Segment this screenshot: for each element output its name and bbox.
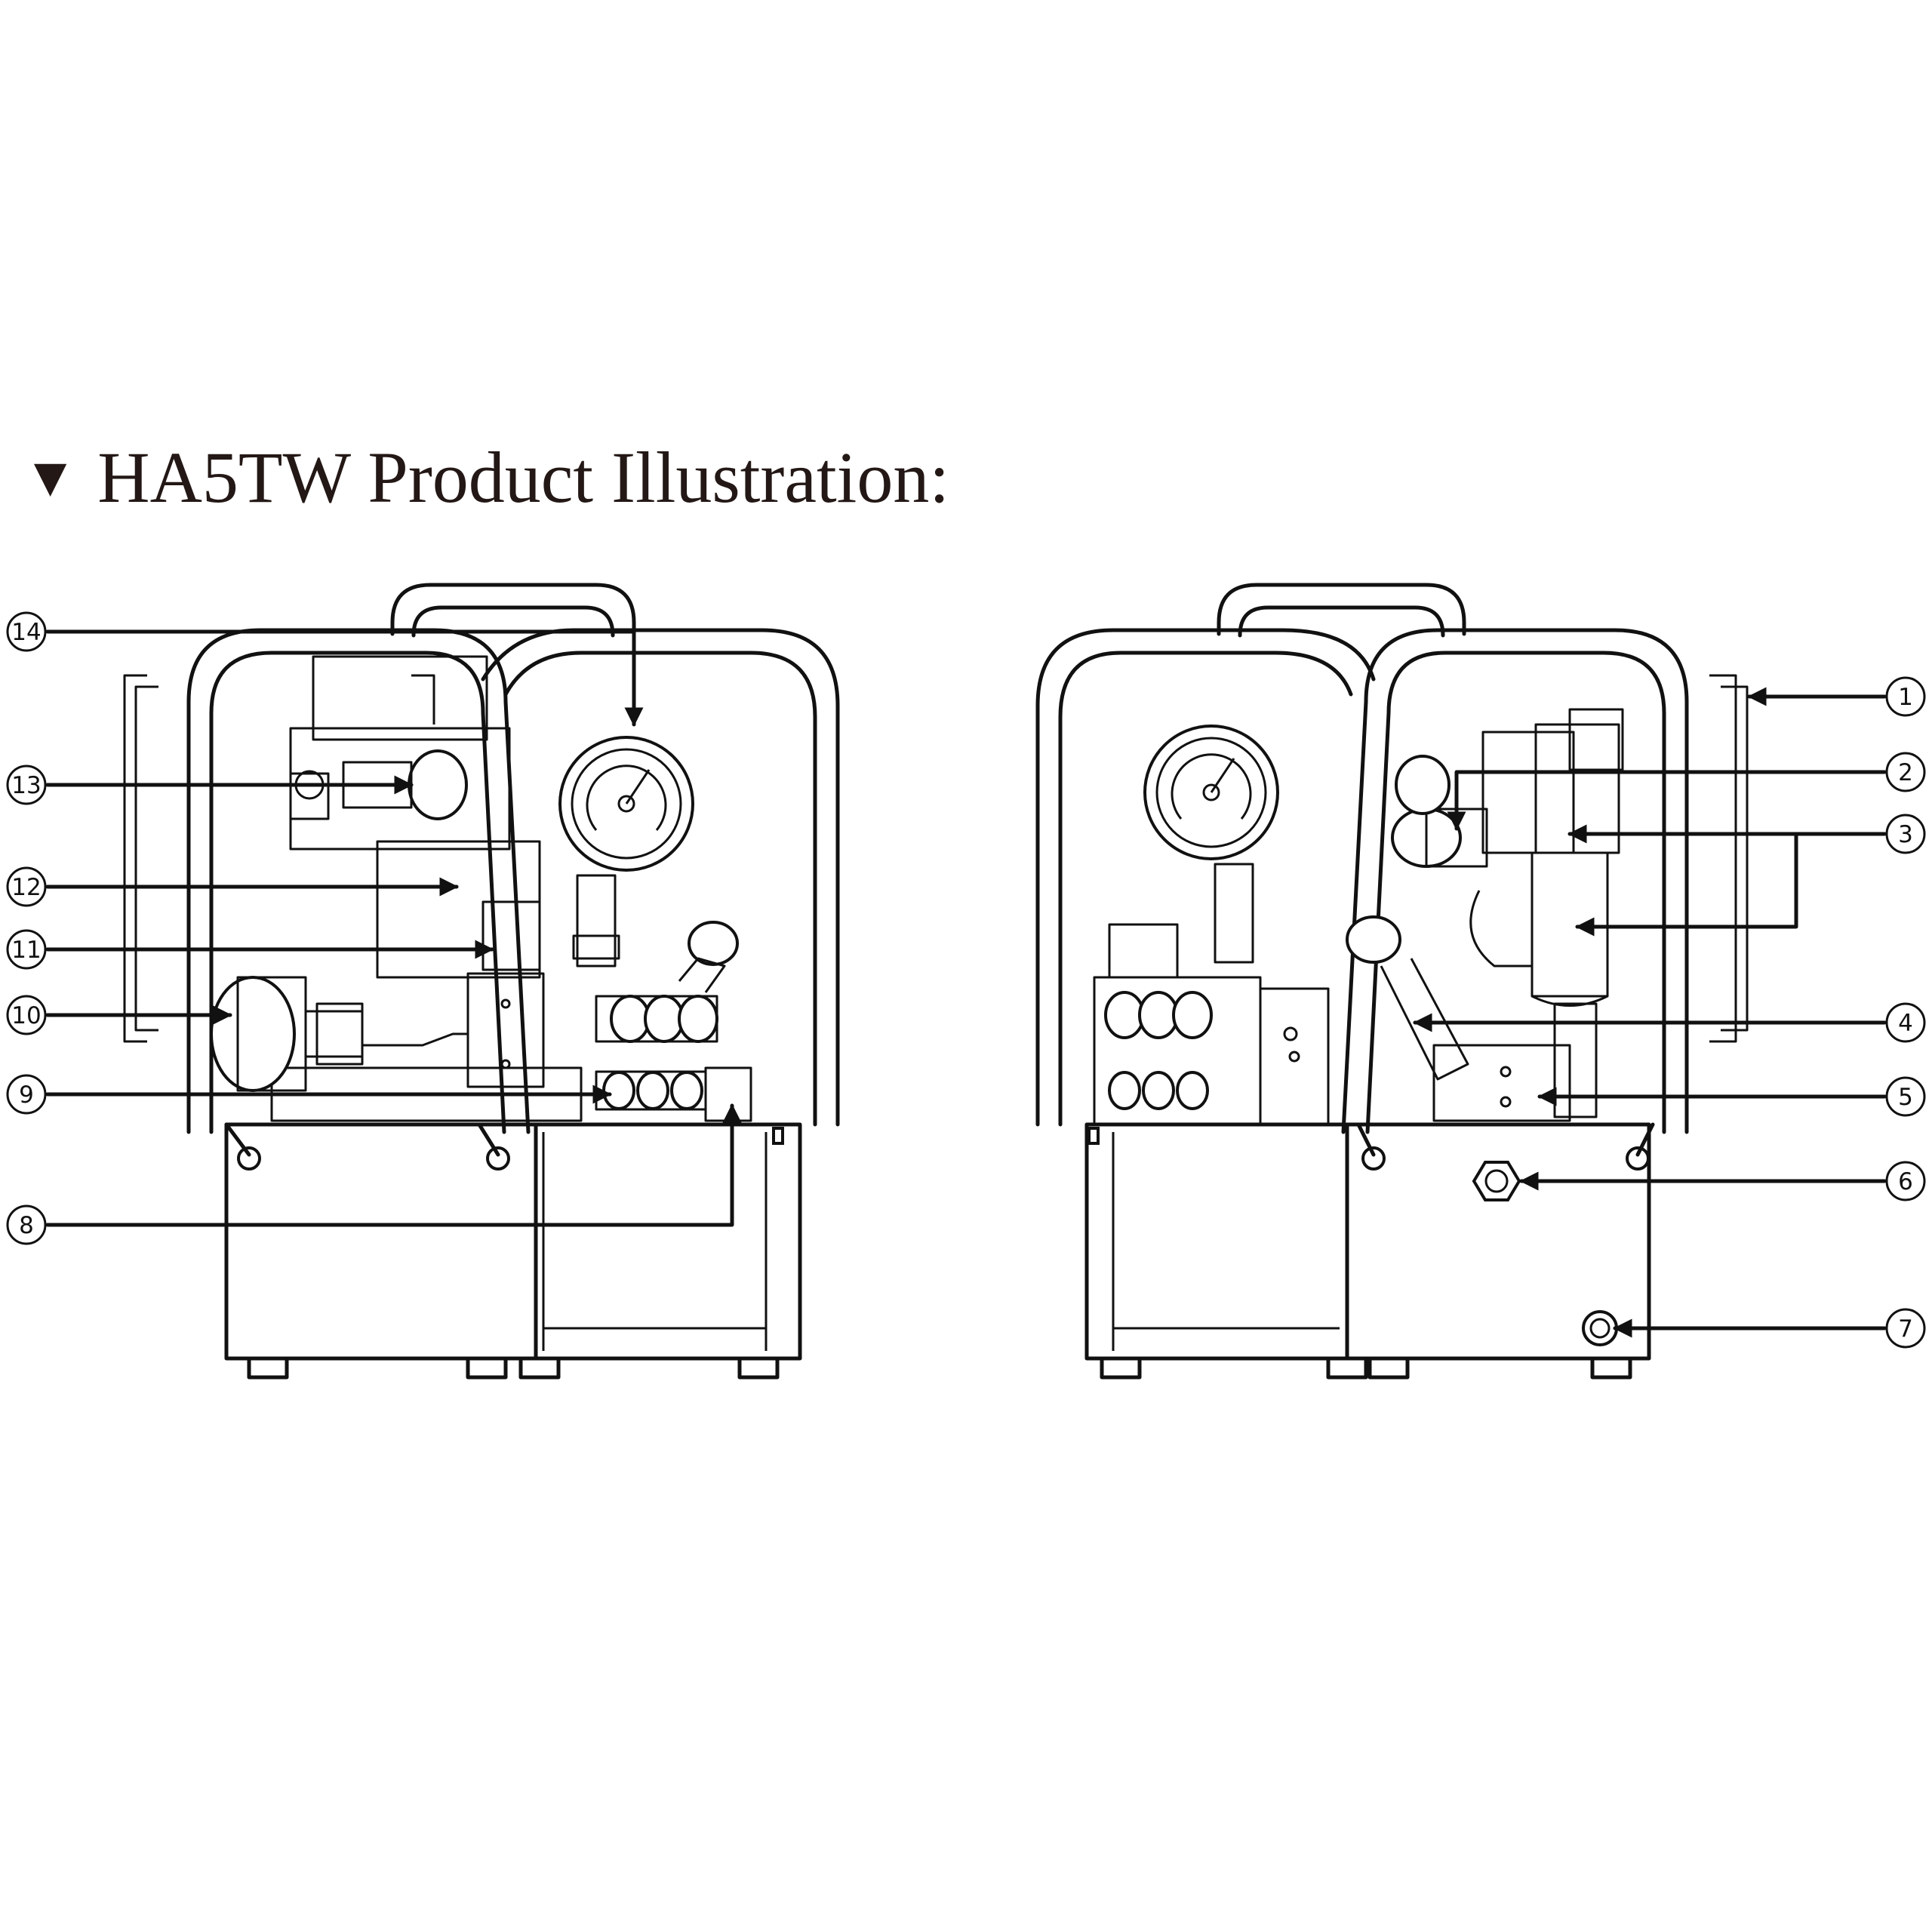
leader-2 (1447, 770, 1887, 831)
callout-6: 6 (1885, 1161, 1926, 1201)
callout-7-number: 7 (1898, 1315, 1913, 1343)
callout-14-number: 14 (11, 619, 41, 646)
callout-11-number: 11 (11, 937, 41, 964)
leader-lines (45, 629, 1887, 1338)
callout-14: 14 (6, 611, 47, 652)
callout-5: 5 (1885, 1076, 1926, 1117)
callout-4: 4 (1885, 1002, 1926, 1043)
left-pump-view (123, 583, 840, 1380)
title-text: HA5TW Product Illustration: (97, 437, 949, 518)
callout-12: 12 (6, 866, 47, 907)
callout-5-number: 5 (1898, 1084, 1913, 1111)
leader-14 (45, 629, 644, 727)
callout-9-number: 9 (19, 1081, 34, 1109)
callout-9: 9 (6, 1074, 47, 1115)
callout-11: 11 (6, 929, 47, 970)
leader-8 (45, 1103, 742, 1227)
callout-3-number: 3 (1898, 821, 1913, 848)
callout-1: 1 (1885, 676, 1926, 717)
callout-2: 2 (1885, 752, 1926, 792)
callout-3: 3 (1885, 814, 1926, 854)
callout-12-number: 12 (11, 874, 41, 901)
callout-13-number: 13 (11, 772, 41, 799)
callout-10: 10 (6, 995, 47, 1035)
callout-8-number: 8 (19, 1212, 34, 1239)
callout-6-number: 6 (1898, 1168, 1913, 1195)
triangle-down-icon: ▼ (23, 447, 78, 509)
leader-3b (1575, 832, 1798, 937)
callout-8: 8 (6, 1204, 47, 1245)
page-title: ▼HA5TW Product Illustration: (23, 441, 949, 514)
callout-10-number: 10 (11, 1002, 41, 1029)
callout-2-number: 2 (1898, 759, 1913, 786)
callout-4-number: 4 (1898, 1010, 1913, 1037)
callout-labels: 14 13 12 11 10 9 8 1 (6, 611, 1926, 1349)
callout-7: 7 (1885, 1308, 1926, 1349)
callout-1-number: 1 (1898, 684, 1913, 711)
callout-13: 13 (6, 764, 47, 805)
right-pump-view (1035, 583, 1749, 1380)
